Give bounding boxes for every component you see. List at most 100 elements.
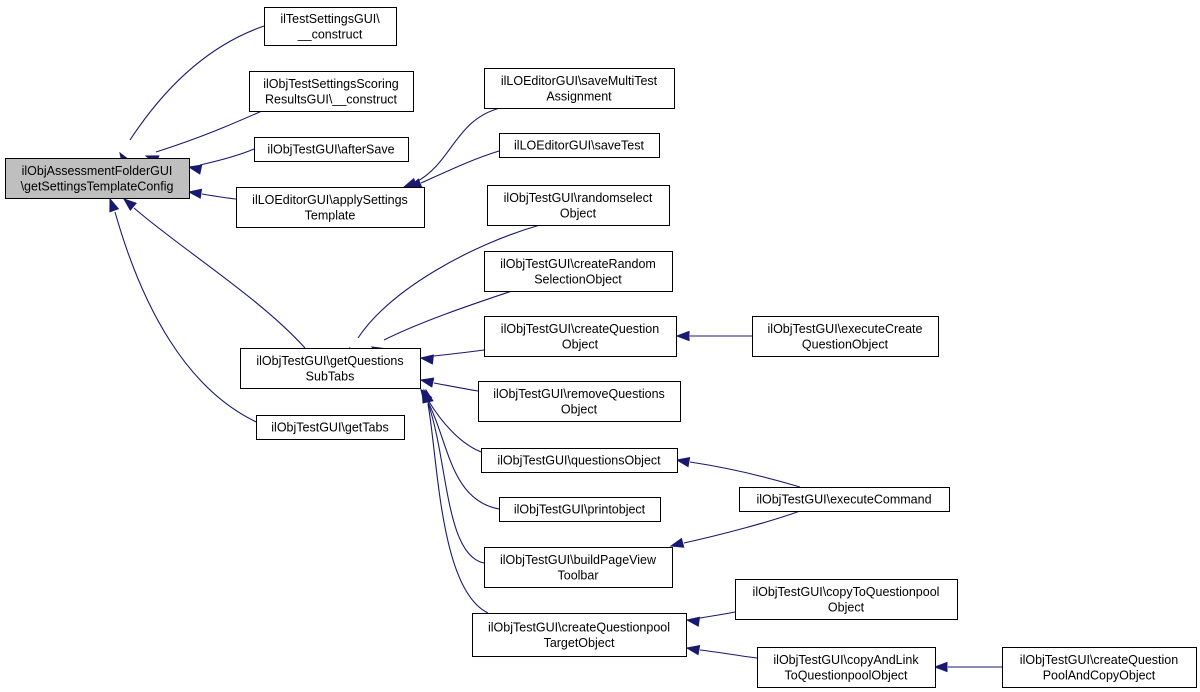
node-label-line: ilObjTestGUI\buildPageView xyxy=(500,553,657,567)
node-create-questionpool-target[interactable]: ilObjTestGUI\createQuestionpoolTargetObj… xyxy=(472,613,687,657)
node-copy-and-link[interactable]: ilObjTestGUI\copyAndLinkToQuestionpoolOb… xyxy=(757,647,936,688)
node-label-line: ilObjTestGUI\copyAndLink xyxy=(773,653,919,667)
edge-save_test-to-apply_settings_template xyxy=(407,150,500,189)
node-box[interactable] xyxy=(752,316,939,357)
edge-line xyxy=(357,224,541,339)
node-label-line: PoolAndCopyObject xyxy=(1043,668,1156,682)
edge-line xyxy=(699,649,758,659)
node-root[interactable]: ilObjAssessmentFolderGUI\getSettingsTemp… xyxy=(5,158,190,199)
node-label-line: __construct xyxy=(297,27,363,41)
node-label-line: ilObjTestGUI\executeCommand xyxy=(756,493,931,507)
node-label-line: SubTabs xyxy=(306,369,355,383)
node-label-line: Object xyxy=(828,600,865,614)
node-label-line: ilObjTestGUI\createQuestion xyxy=(501,322,659,336)
edge-execute_command-to-questions_object xyxy=(675,457,801,488)
node-box[interactable] xyxy=(487,185,670,226)
node-label-line: ilObjTestSettingsScoring xyxy=(263,77,399,91)
edge-line xyxy=(129,25,265,141)
arrowhead xyxy=(419,354,435,365)
node-test-settings-construct[interactable]: ilTestSettingsGUI\__construct xyxy=(264,7,397,46)
node-save-test[interactable]: ilLOEditorGUI\saveTest xyxy=(499,133,660,158)
node-label-line: ilObjTestGUI\createRandom xyxy=(500,257,656,271)
arrowhead xyxy=(675,457,691,468)
node-questions-object[interactable]: ilObjTestGUI\questionsObject xyxy=(481,448,678,473)
edge-line xyxy=(427,403,489,614)
node-box[interactable] xyxy=(478,381,681,422)
node-box[interactable] xyxy=(254,137,409,162)
node-box[interactable] xyxy=(484,316,677,357)
node-box[interactable] xyxy=(264,7,397,46)
node-box[interactable] xyxy=(484,547,673,588)
node-box[interactable] xyxy=(757,647,936,688)
edge-line xyxy=(415,107,501,183)
edge-line xyxy=(427,399,485,454)
node-box[interactable] xyxy=(735,579,958,620)
node-label-line: ilObjTestGUI\getQuestions xyxy=(256,354,403,368)
node-box[interactable] xyxy=(249,71,414,112)
arrowhead xyxy=(423,388,434,404)
edge-test_settings_construct-to-root xyxy=(119,25,265,167)
edge-line xyxy=(433,349,485,357)
node-label-line: ilTestSettingsGUI\ xyxy=(280,12,380,26)
edge-create_question-to-get_questions_subtabs xyxy=(419,349,485,365)
edge-after_save-to-root xyxy=(187,148,255,175)
node-label-line: ilObjTestGUI\questionsObject xyxy=(497,454,661,468)
node-label-line: ilObjTestGUI\createQuestionpool xyxy=(488,620,670,634)
node-label-line: Object xyxy=(562,337,599,351)
node-after-save[interactable]: ilObjTestGUI\afterSave xyxy=(254,137,409,162)
node-execute-command[interactable]: ilObjTestGUI\executeCommand xyxy=(739,487,950,512)
node-box[interactable] xyxy=(5,158,190,199)
node-box[interactable] xyxy=(472,613,687,657)
node-label-line: Toolbar xyxy=(558,568,599,582)
node-box[interactable] xyxy=(484,251,673,292)
node-label-line: ilLOEditorGUI\saveTest xyxy=(514,139,644,153)
node-label-line: ilObjAssessmentFolderGUI xyxy=(22,164,173,178)
node-box[interactable] xyxy=(236,187,425,228)
node-label-line: ilObjTestGUI\copyToQuestionpool xyxy=(753,585,940,599)
node-scoring-results-construct[interactable]: ilObjTestSettingsScoringResultsGUI\__con… xyxy=(249,71,414,112)
node-box[interactable] xyxy=(481,448,678,473)
edge-line xyxy=(383,290,513,341)
node-label-line: ilObjTestGUI\getTabs xyxy=(271,421,388,435)
arrowhead xyxy=(685,616,701,627)
edge-line xyxy=(683,510,801,544)
node-box[interactable] xyxy=(1002,647,1197,688)
node-label-line: TargetObject xyxy=(544,636,615,650)
edge-remove_questions-to-get_questions_subtabs xyxy=(419,377,479,392)
edge-execute_command-to-build_page_view_toolbar xyxy=(669,510,801,548)
node-box[interactable] xyxy=(499,497,661,522)
edge-line xyxy=(433,382,479,392)
node-printobject[interactable]: ilObjTestGUI\printobject xyxy=(499,497,661,522)
arrowhead xyxy=(675,330,690,342)
arrowhead xyxy=(419,377,435,388)
edge-build_page_view_toolbar-to-get_questions_subtabs xyxy=(422,388,485,564)
edge-line xyxy=(199,148,255,166)
node-label-line: ilObjTestGUI\createQuestion xyxy=(1020,653,1178,667)
node-box[interactable] xyxy=(484,68,675,109)
edge-get_tabs-to-root xyxy=(109,197,269,428)
node-box[interactable] xyxy=(739,487,950,512)
node-label-line: ilObjTestGUI\executeCreate xyxy=(768,322,923,336)
node-box[interactable] xyxy=(256,415,405,440)
node-get-tabs[interactable]: ilObjTestGUI\getTabs xyxy=(256,415,405,440)
node-create-question-pool-and-copy[interactable]: ilObjTestGUI\createQuestionPoolAndCopyOb… xyxy=(1002,647,1197,688)
arrowhead xyxy=(685,645,701,656)
edge-apply_settings_template-to-root xyxy=(187,188,237,200)
arrowhead xyxy=(669,537,685,548)
node-label-line: ilObjTestGUI\afterSave xyxy=(267,143,394,157)
node-label-line: ilObjTestGUI\printobject xyxy=(514,503,646,517)
node-box[interactable] xyxy=(499,133,660,158)
node-label-line: ToQuestionpoolObject xyxy=(785,668,909,682)
node-box[interactable] xyxy=(240,348,421,389)
